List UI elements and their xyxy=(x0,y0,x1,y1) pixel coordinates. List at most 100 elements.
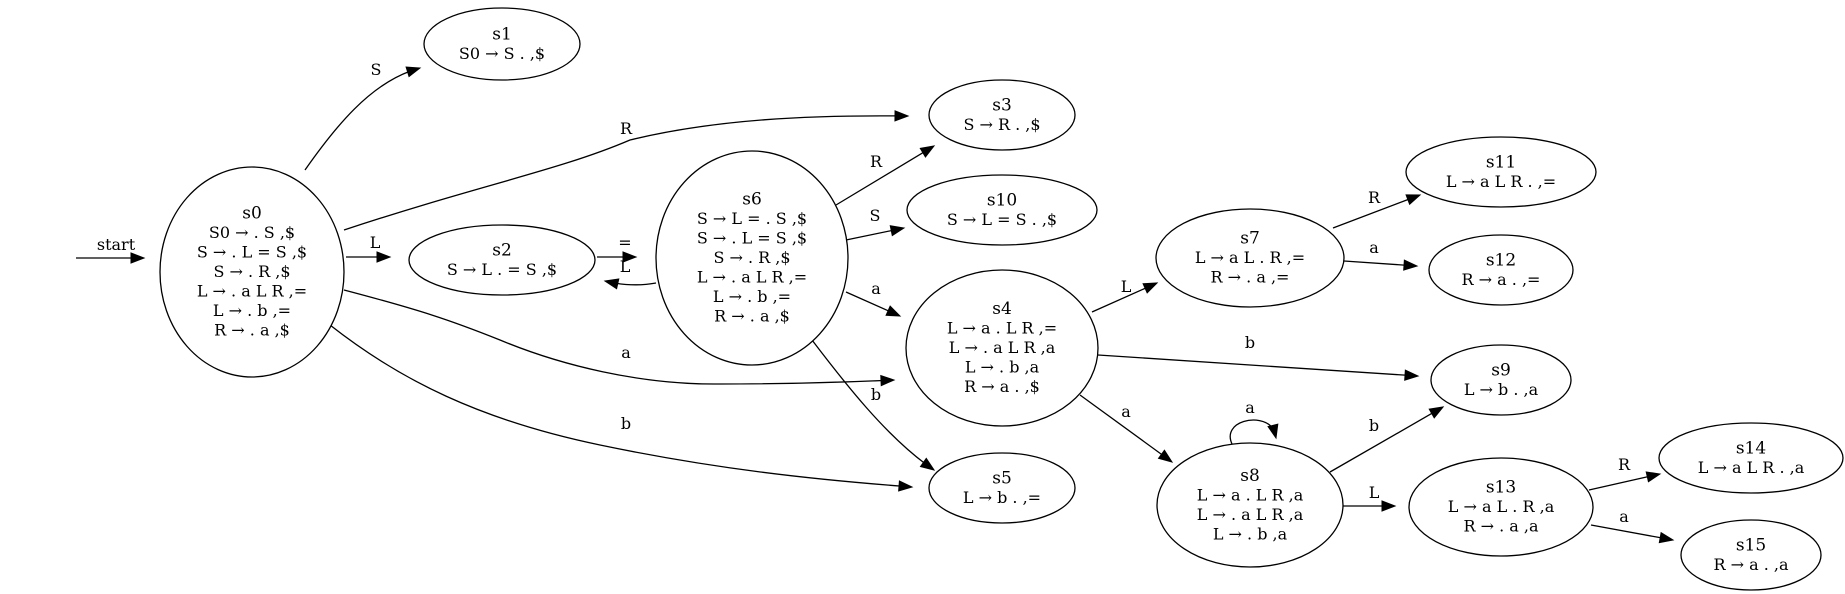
transition-arrowhead-s6-s2 xyxy=(603,278,620,290)
start-label: start xyxy=(97,235,136,254)
state-item-s6-3: L → . a L R ,= xyxy=(697,268,807,287)
transition-label-s8-s9: b xyxy=(1369,416,1379,435)
state-name-s14: s14 xyxy=(1736,438,1766,458)
transition-label-s6-s3: R xyxy=(870,152,883,171)
transition-arrowhead-s6-s3 xyxy=(919,145,936,158)
state-item-s6-0: S → L = . S ,$ xyxy=(697,209,807,228)
state-name-s13: s13 xyxy=(1486,478,1516,498)
transition-s4-s7 xyxy=(1091,282,1159,313)
transition-path-s4-s8 xyxy=(1079,394,1173,463)
state-ellipse-s10 xyxy=(906,174,1098,246)
transition-label-s6-s5: b xyxy=(871,385,881,404)
transition-path-s6-s10 xyxy=(845,227,905,241)
state-s6: s6S → L = . S ,$S → . L = S ,$S → . R ,$… xyxy=(655,150,849,366)
state-item-s0-2: S → . R ,$ xyxy=(213,262,290,281)
state-ellipse-s13 xyxy=(1408,457,1594,557)
state-name-s10: s10 xyxy=(987,190,1017,210)
transition-label-s6-s10: S xyxy=(870,206,881,225)
transition-s7-s12 xyxy=(1343,259,1419,271)
transition-path-s6-s2 xyxy=(604,280,657,286)
state-ellipse-s11 xyxy=(1405,136,1597,208)
state-item-s13-1: R → . a ,a xyxy=(1463,517,1539,536)
transition-path-s6-s5 xyxy=(811,339,935,471)
state-name-s6: s6 xyxy=(742,190,762,210)
state-item-s0-0: S0 → . S ,$ xyxy=(209,223,295,242)
state-item-s5-0: L → b . ,= xyxy=(963,488,1041,507)
state-item-s0-4: L → . b ,= xyxy=(213,301,291,320)
state-name-s2: s2 xyxy=(492,240,512,260)
state-name-s0: s0 xyxy=(242,204,262,224)
state-name-s8: s8 xyxy=(1240,466,1260,486)
transition-label-s13-s15: a xyxy=(1619,507,1629,526)
transition-label-s13-s14: R xyxy=(1618,455,1631,474)
state-item-s8-2: L → . b ,a xyxy=(1213,524,1288,543)
state-s5: s5L → b . ,= xyxy=(928,452,1076,524)
transition-arrowhead-s0-s2 xyxy=(376,251,392,263)
transition-arrowhead-s0-s4 xyxy=(880,374,896,387)
state-item-s6-1: S → . L = S ,$ xyxy=(697,229,807,248)
transition-s0-s1 xyxy=(304,66,422,171)
state-item-s2-0: S → L . = S ,$ xyxy=(447,260,557,279)
transition-arrowhead-s0-s5 xyxy=(898,480,914,492)
start-arrow xyxy=(76,252,146,264)
state-item-s0-5: R → . a ,$ xyxy=(214,321,290,340)
state-item-s8-1: L → . a L R ,a xyxy=(1197,505,1304,524)
transition-arrowhead-s8-s8 xyxy=(1267,423,1279,440)
transition-arrowhead-s4-s8 xyxy=(1157,449,1174,463)
transition-s2-s6 xyxy=(597,251,638,263)
transition-s6-s2 xyxy=(603,278,657,290)
transitions-layer xyxy=(76,66,1675,544)
transition-path-s0-s4 xyxy=(343,289,895,385)
state-item-s7-1: R → . a ,= xyxy=(1211,268,1290,287)
state-name-s9: s9 xyxy=(1491,360,1511,380)
transition-s6-s4 xyxy=(845,291,902,317)
state-item-s3-0: S → R . ,$ xyxy=(963,115,1040,134)
transition-label-s0-s1: S xyxy=(371,60,382,79)
transition-arrowhead-s13-s15 xyxy=(1658,531,1675,544)
transition-arrowhead-s7-s11 xyxy=(1405,194,1422,206)
transition-label-s4-s7: L xyxy=(1121,277,1132,296)
transition-path-s6-s4 xyxy=(845,291,901,317)
transition-label-s0-s5: b xyxy=(621,414,631,433)
transition-label-s6-s2: L xyxy=(620,257,631,276)
state-s8: s8L → a . L R ,aL → . a L R ,aL → . b ,a xyxy=(1156,442,1344,568)
state-ellipse-s7 xyxy=(1155,208,1345,308)
state-name-s4: s4 xyxy=(992,299,1012,319)
state-s2: s2S → L . = S ,$ xyxy=(408,224,596,296)
state-item-s9-0: L → b . ,a xyxy=(1464,380,1539,399)
state-item-s6-2: S → . R ,$ xyxy=(713,248,790,267)
transition-s8-s9 xyxy=(1329,406,1445,473)
transition-s7-s11 xyxy=(1332,194,1422,229)
state-item-s12-0: R → a . ,= xyxy=(1462,270,1541,289)
state-item-s1-0: S0 → S . ,$ xyxy=(459,44,545,63)
state-ellipse-s15 xyxy=(1680,519,1822,591)
transition-label-s4-s8: a xyxy=(1121,402,1131,421)
transition-arrowhead-s4-s7 xyxy=(1142,282,1159,294)
state-item-s14-0: L → a L R . ,a xyxy=(1698,458,1805,477)
state-item-s6-4: L → . b ,= xyxy=(713,287,791,306)
start-arrowhead xyxy=(130,252,146,264)
state-name-s12: s12 xyxy=(1486,250,1516,270)
state-item-s7-0: L → a L . R ,= xyxy=(1195,248,1305,267)
transition-s0-s3 xyxy=(343,110,910,231)
transition-path-s0-s3 xyxy=(343,115,909,231)
state-item-s4-3: R → a . ,$ xyxy=(964,377,1040,396)
state-name-s7: s7 xyxy=(1240,229,1260,249)
state-item-s0-3: L → . a L R ,= xyxy=(197,282,307,301)
transition-arrowhead-s0-s1 xyxy=(405,66,422,78)
transition-label-s0-s2: L xyxy=(370,233,381,252)
state-ellipse-s3 xyxy=(928,79,1076,151)
transition-s8-s13 xyxy=(1343,500,1397,512)
transition-label-s6-s4: a xyxy=(871,279,881,298)
state-s7: s7L → a L . R ,=R → . a ,= xyxy=(1155,208,1345,308)
transition-arrowhead-s7-s12 xyxy=(1403,259,1419,271)
transition-s4-s9 xyxy=(1097,354,1420,381)
transition-s6-s3 xyxy=(835,145,936,206)
state-s4: s4L → a . L R ,=L → . a L R ,aL → . b ,a… xyxy=(905,269,1099,427)
transition-arrowhead-s8-s13 xyxy=(1381,500,1397,512)
